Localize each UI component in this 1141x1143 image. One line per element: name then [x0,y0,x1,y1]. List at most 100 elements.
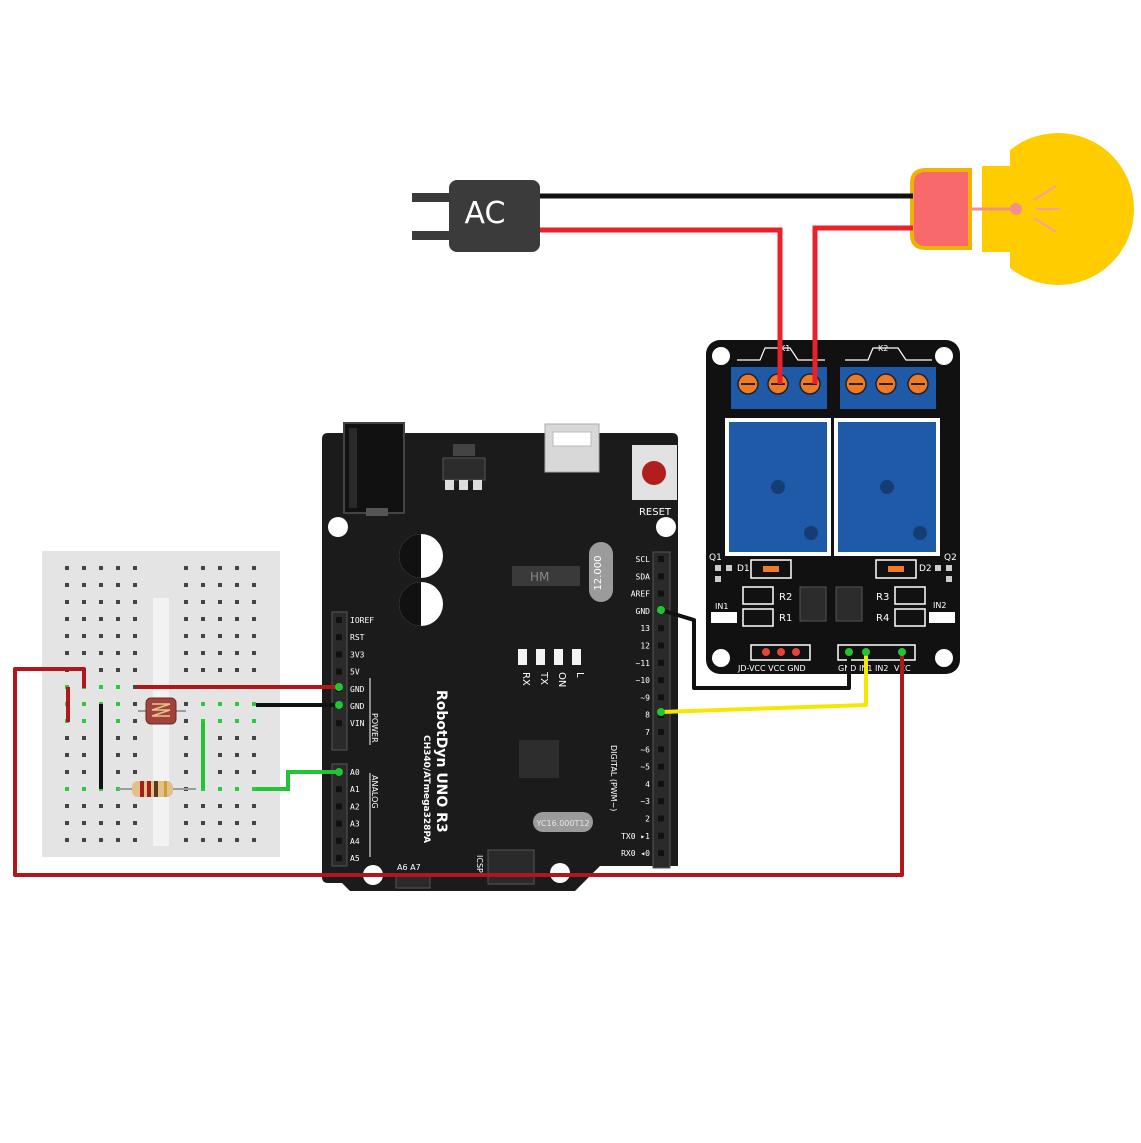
breadboard-hole [82,753,86,757]
header-pin[interactable] [658,746,664,753]
a6-a7-label: A6 A7 [397,863,421,872]
ac-plug-label: AC [465,196,506,231]
breadboard-hole [201,566,205,570]
header-pin[interactable] [658,763,664,770]
q1-pad-1 [715,565,721,571]
wire-ac-to-relay [540,227,783,384]
breadboard-hole [116,617,120,621]
breadboard-hole [218,583,222,587]
breadboard-hole [82,838,86,842]
header-pin[interactable] [336,855,342,861]
header-pin[interactable] [658,780,664,787]
header-pin[interactable] [658,590,664,597]
header-pin[interactable] [658,798,664,805]
breadboard-hole [82,702,86,706]
usb-opening [552,431,592,447]
breadboard-hole [252,719,256,723]
plug-prong-top [412,193,454,202]
crystal-oscillator [589,542,613,602]
dot-5v [335,683,343,691]
jd-pin-1 [762,648,770,656]
header-pin[interactable] [336,668,342,675]
breadboard-hole [218,600,222,604]
header-pin[interactable] [658,850,664,857]
dot-relay-in1 [862,648,870,656]
breadboard-hole [218,702,222,706]
header-pin[interactable] [658,729,664,735]
breadboard-hole [184,566,188,570]
relay-module: K1 K2 Q1 Q2 D1 D2 R2 R1 R3 R4 [706,340,960,674]
left-analog-header [331,763,348,867]
header-pin[interactable] [658,625,664,632]
header-pin[interactable] [658,832,664,839]
resistor-band-4 [164,781,167,797]
breadboard-hole [65,566,69,570]
breadboard-hole [65,651,69,655]
breadboard-hole [133,804,137,808]
header-pin[interactable] [658,815,664,822]
breadboard-hole [133,566,137,570]
digital-pin-label: RX0 ◂0 [621,849,650,858]
breadboard-hole [82,736,86,740]
pin-label-a5: A5 [350,854,360,863]
digital-pin-label: 12 [640,642,650,651]
breadboard-hole [201,702,205,706]
breadboard-hole [184,821,188,825]
breadboard-hole [235,719,239,723]
header-pin[interactable] [658,677,664,684]
digital-pin-label: AREF [631,590,650,599]
breadboard-hole [116,838,120,842]
breadboard-hole [235,617,239,621]
header-pin[interactable] [658,659,664,666]
pin-label-a0: A0 [350,768,360,777]
in1-led [711,612,737,623]
r1-outline [742,608,774,627]
header-pin[interactable] [336,803,342,810]
breadboard-hole [82,719,86,723]
reset-label: RESET [639,507,672,518]
header-pin[interactable] [336,837,342,844]
breadboard-hole [218,821,222,825]
digital-pin-label: ~6 [640,745,650,754]
breadboard-hole [235,787,239,791]
breadboard-hole [252,702,256,706]
breadboard-hole [65,770,69,774]
capacitor-1-stripe [399,534,421,578]
header-pin[interactable] [336,786,342,793]
led-l [572,649,581,665]
breadboard-hole [235,668,239,672]
breadboard-hole [99,566,103,570]
header-pin[interactable] [658,556,664,562]
header-pin[interactable] [336,651,342,658]
breadboard-hole [82,600,86,604]
crystal-16mhz [533,812,593,832]
header-pin[interactable] [336,720,342,727]
d1-outline [750,559,792,579]
header-pin[interactable] [336,617,342,623]
breadboard-hole [201,804,205,808]
breadboard-hole [99,617,103,621]
breadboard-hole [235,634,239,638]
breadboard-hole [133,702,137,706]
breadboard-hole [218,804,222,808]
header-pin[interactable] [336,634,342,641]
header-pin[interactable] [658,642,664,649]
ac-plug: AC [412,180,540,252]
breadboard-hole [99,838,103,842]
breadboard-hole [235,838,239,842]
breadboard-hole [65,787,69,791]
header-pin[interactable] [658,694,664,701]
led-on [554,649,563,665]
header-pin[interactable] [658,573,664,580]
breadboard-hole [116,719,120,723]
reset-button-cap[interactable] [642,461,666,485]
resistor-band-3 [154,781,158,797]
breadboard-hole [235,566,239,570]
header-pin[interactable] [336,820,342,827]
breadboard-hole [184,736,188,740]
pin-label-5v: 5V [350,668,360,677]
breadboard-hole [82,770,86,774]
breadboard-hole [65,804,69,808]
power-label: POWER [370,713,379,743]
breadboard-hole [116,736,120,740]
